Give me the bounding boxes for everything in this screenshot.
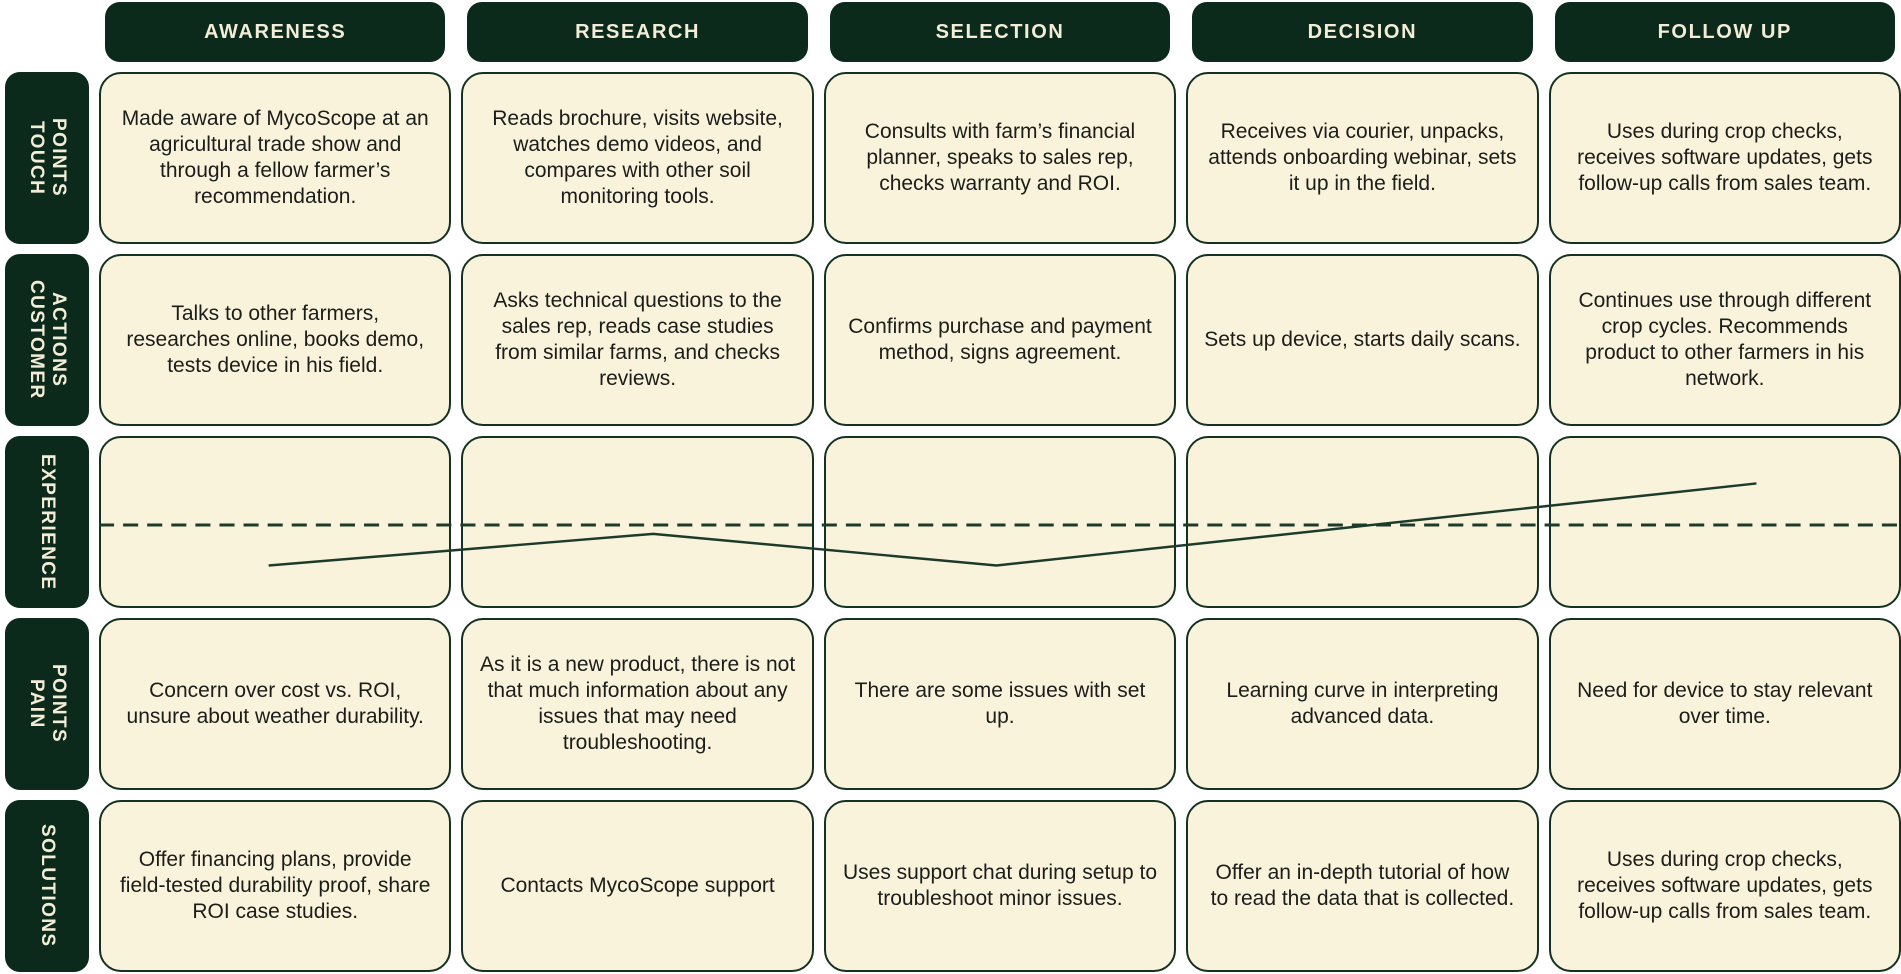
cell-solutions-awareness: Offer financing plans, provide field-tes… bbox=[99, 800, 452, 972]
cell-customer-actions-awareness: Talks to other farmers, researches onlin… bbox=[99, 254, 452, 426]
corner-spacer bbox=[5, 2, 89, 62]
row-label-pain-points-text: PAIN POINTS bbox=[26, 664, 69, 744]
row-label-pain-points: PAIN POINTS bbox=[5, 618, 89, 790]
column-header-awareness: AWARENESS bbox=[105, 2, 446, 62]
cell-experience-selection bbox=[823, 436, 1177, 608]
cell-pain-points-selection: There are some issues with set up. bbox=[823, 618, 1177, 790]
row-label-customer-actions-text: CUSTOMER ACTIONS bbox=[26, 280, 69, 400]
row-label-customer-actions: CUSTOMER ACTIONS bbox=[5, 254, 89, 426]
cell-touch-points-selection: Consults with farm’s financial planner, … bbox=[823, 72, 1177, 244]
row-label-solutions: SOLUTIONS bbox=[5, 800, 89, 972]
cell-touch-points-awareness: Made aware of MycoScope at an agricultur… bbox=[99, 72, 452, 244]
column-header-decision: DECISION bbox=[1192, 2, 1533, 62]
experience-track bbox=[99, 436, 1901, 608]
cell-customer-actions-research: Asks technical questions to the sales re… bbox=[461, 254, 814, 426]
cell-experience-awareness bbox=[99, 436, 452, 608]
cell-pain-points-decision: Learning curve in interpreting advanced … bbox=[1186, 618, 1539, 790]
cell-pain-points-follow-up: Need for device to stay relevant over ti… bbox=[1548, 618, 1901, 790]
cell-pain-points-research: As it is a new product, there is not tha… bbox=[461, 618, 814, 790]
column-header-research: RESEARCH bbox=[467, 2, 808, 62]
cell-experience-follow-up bbox=[1548, 436, 1901, 608]
row-label-experience: EXPERIENCE bbox=[5, 436, 89, 608]
cell-touch-points-research: Reads brochure, visits website, watches … bbox=[461, 72, 814, 244]
cell-solutions-research: Contacts MycoScope support bbox=[461, 800, 814, 972]
column-header-follow-up: FOLLOW UP bbox=[1554, 2, 1895, 62]
cell-customer-actions-follow-up: Continues use through different crop cyc… bbox=[1548, 254, 1901, 426]
cell-touch-points-follow-up: Uses during crop checks, receives softwa… bbox=[1548, 72, 1901, 244]
cell-solutions-follow-up: Uses during crop checks, receives softwa… bbox=[1548, 800, 1901, 972]
row-label-experience-text: EXPERIENCE bbox=[36, 453, 58, 591]
row-label-solutions-text: SOLUTIONS bbox=[36, 824, 58, 948]
cell-touch-points-decision: Receives via courier, unpacks, attends o… bbox=[1186, 72, 1539, 244]
cell-experience-research bbox=[461, 436, 814, 608]
cell-customer-actions-decision: Sets up device, starts daily scans. bbox=[1186, 254, 1539, 426]
cell-pain-points-awareness: Concern over cost vs. ROI, unsure about … bbox=[99, 618, 452, 790]
row-label-touch-points-text: TOUCH POINTS bbox=[26, 118, 69, 198]
cell-customer-actions-selection: Confirms purchase and payment method, si… bbox=[823, 254, 1177, 426]
column-header-selection: SELECTION bbox=[829, 2, 1171, 62]
cell-experience-decision bbox=[1186, 436, 1539, 608]
cell-solutions-selection: Uses support chat during setup to troubl… bbox=[823, 800, 1177, 972]
row-label-touch-points: TOUCH POINTS bbox=[5, 72, 89, 244]
cell-solutions-decision: Offer an in-depth tutorial of how to rea… bbox=[1186, 800, 1539, 972]
